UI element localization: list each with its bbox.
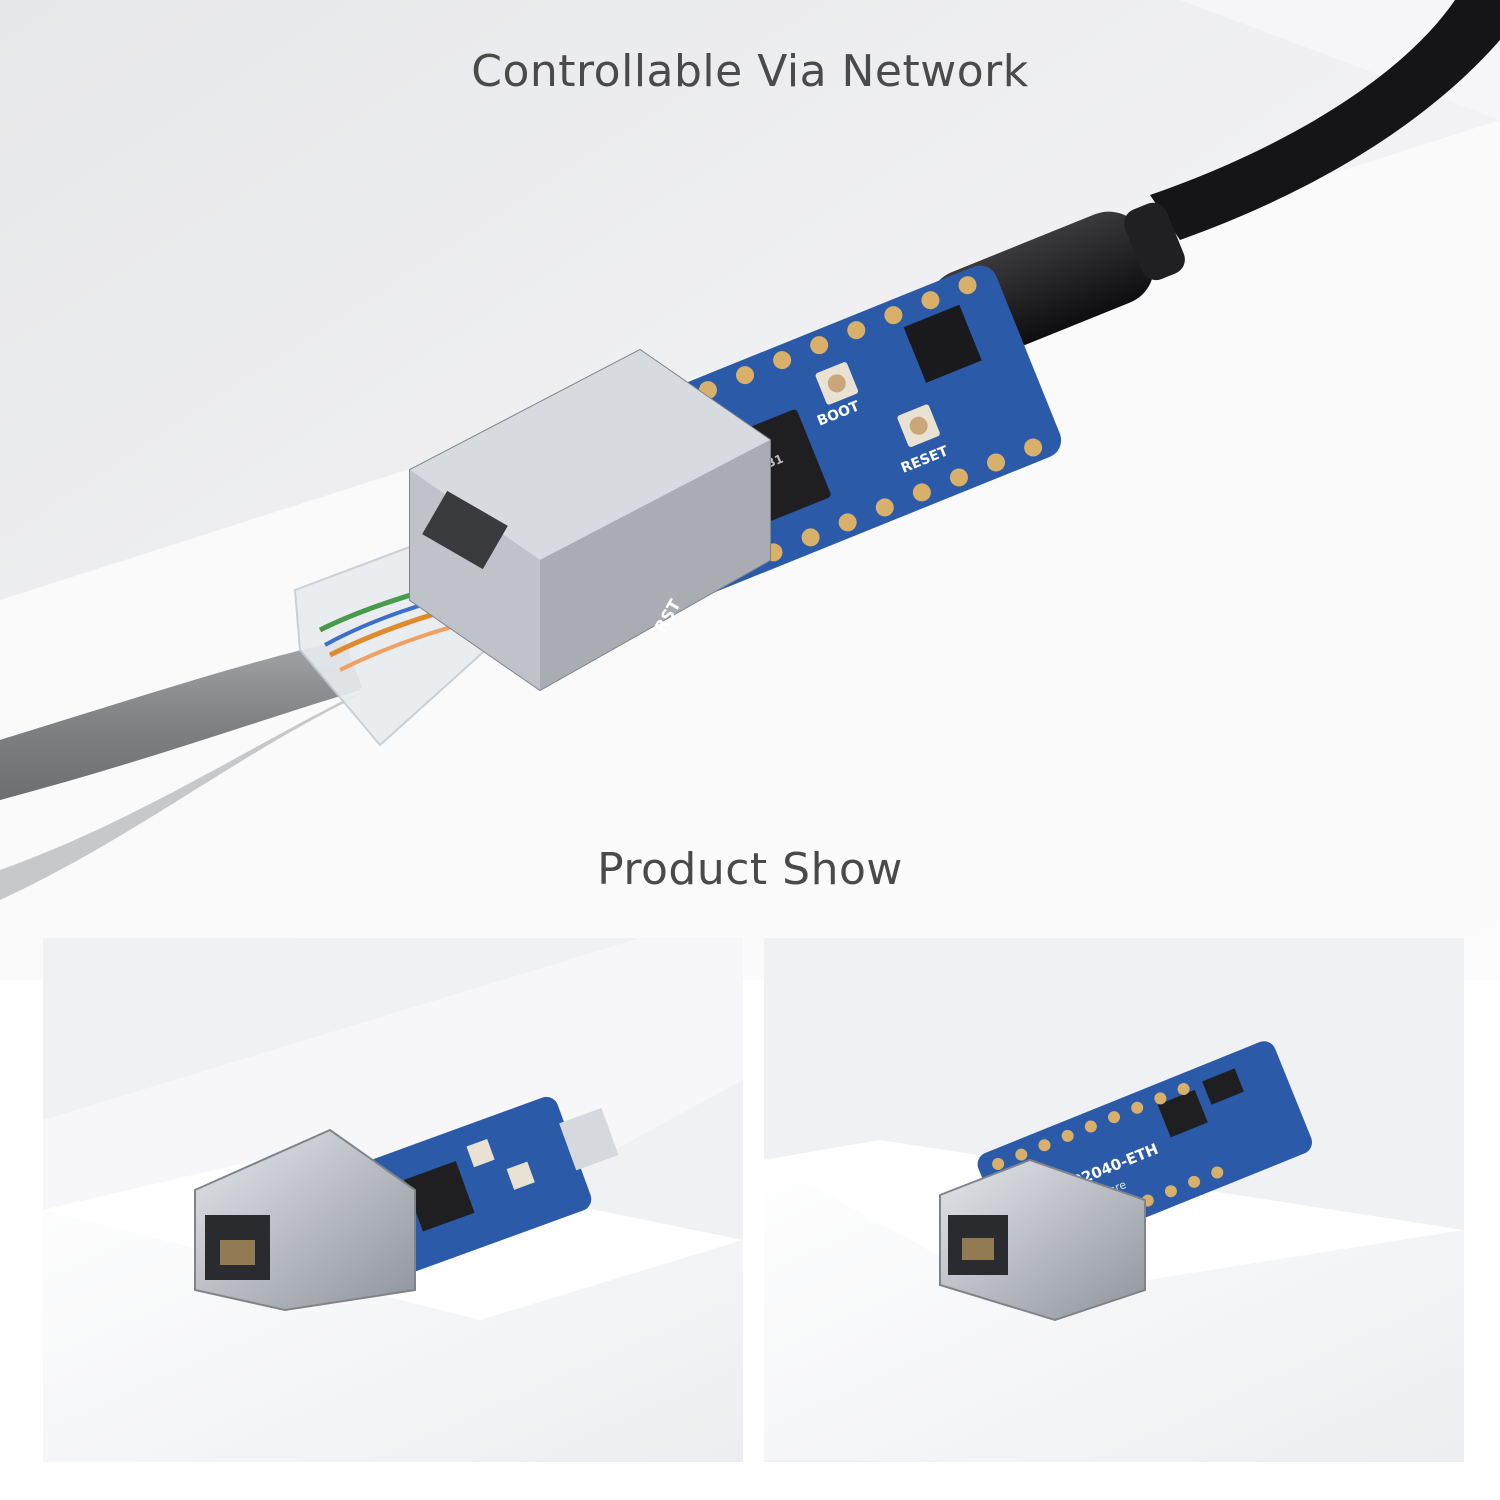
product-photo-left xyxy=(43,938,743,1462)
usb-cable xyxy=(1150,0,1500,240)
heading-product-show: Product Show xyxy=(597,844,903,895)
heading-controllable: Controllable Via Network xyxy=(471,46,1029,97)
product-photo-right: RP2040-ETH Waveshare xyxy=(764,938,1464,1462)
rj45-jack xyxy=(409,348,771,692)
